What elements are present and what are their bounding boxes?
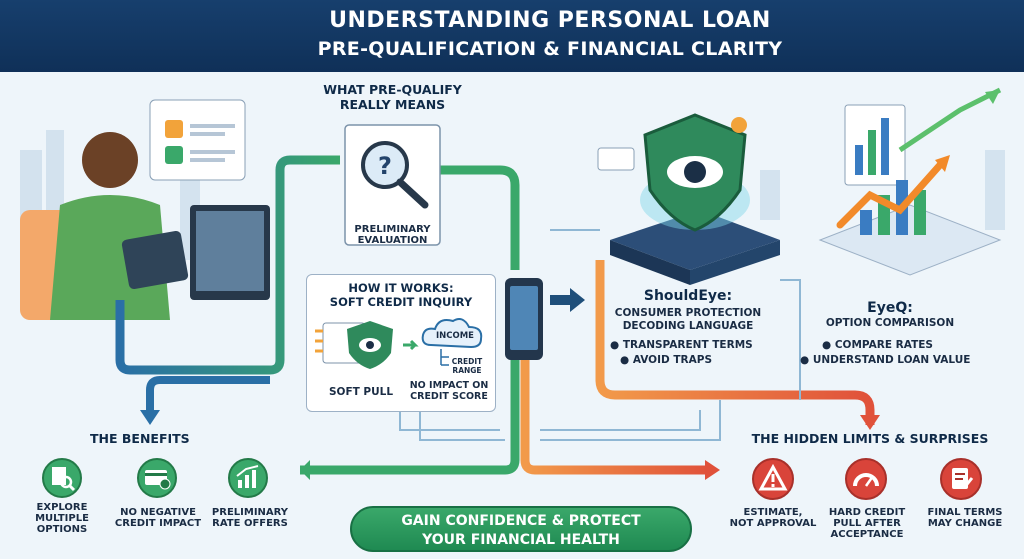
limit-2-line2: PULL AFTER bbox=[833, 518, 901, 529]
title-line-2: PRE-QUALIFICATION & FINANCIAL CLARITY bbox=[317, 38, 783, 60]
benefit-2-line2: CREDIT IMPACT bbox=[114, 518, 202, 529]
cta-line2: YOUR FINANCIAL HEALTH bbox=[422, 532, 620, 548]
how-it-works-heading-line1: HOW IT WORKS: bbox=[348, 281, 454, 295]
how-it-works-heading: HOW IT WORKS: SOFT CREDIT INQUIRY bbox=[307, 281, 495, 309]
limit-2-line3: ACCEPTANCE bbox=[830, 529, 904, 540]
eyeq-bullet-1-text: COMPARE RATES bbox=[834, 339, 933, 351]
benefits-heading: THE BENEFITS bbox=[90, 431, 190, 446]
shouldeye-bullet-1-text: TRANSPARENT TERMS bbox=[622, 339, 753, 351]
benefit-1-line3: OPTIONS bbox=[36, 524, 88, 535]
no-impact-line1: NO IMPACT ON bbox=[409, 380, 489, 391]
how-it-works-card: HOW IT WORKS: SOFT CREDIT INQUIRY INCOME… bbox=[306, 274, 496, 412]
credit-card-check-icon bbox=[137, 458, 177, 498]
shouldeye-bullets: ● TRANSPARENT TERMS ● AVOID TRAPS bbox=[610, 338, 780, 368]
caption-line2: EVALUATION bbox=[357, 235, 428, 246]
credit-range-line1: CREDIT bbox=[451, 357, 483, 366]
title-line-1: UNDERSTANDING PERSONAL LOAN bbox=[329, 8, 771, 33]
limit-2-label: HARD CREDIT PULL AFTER ACCEPTANCE bbox=[822, 507, 912, 540]
credit-range-line2: RANGE bbox=[452, 366, 482, 375]
benefit-3-label: PRELIMINARY RATE OFFERS bbox=[205, 507, 295, 529]
shouldeye-bullet-2-text: AVOID TRAPS bbox=[632, 354, 713, 366]
rising-chart-icon bbox=[228, 458, 268, 498]
soft-pull-label: SOFT PULL bbox=[328, 386, 394, 398]
limit-3-line1: FINAL TERMS bbox=[927, 507, 1003, 518]
limit-1-line1: ESTIMATE, bbox=[743, 507, 803, 518]
gauge-icon bbox=[845, 458, 887, 500]
shouldeye-bullet-2: ● AVOID TRAPS bbox=[620, 354, 713, 366]
gain-confidence-banner: GAIN CONFIDENCE & PROTECT YOUR FINANCIAL… bbox=[350, 506, 692, 552]
credit-range-label: CREDIT RANGE bbox=[447, 357, 487, 375]
benefit-3-line1: PRELIMINARY bbox=[211, 507, 289, 518]
limit-1-label: ESTIMATE, NOT APPROVAL bbox=[728, 507, 818, 529]
benefit-1-label: EXPLORE MULTIPLE OPTIONS bbox=[22, 502, 102, 535]
search-list-icon bbox=[42, 458, 82, 498]
limits-heading: THE HIDDEN LIMITS & SURPRISES bbox=[751, 431, 989, 446]
title-banner: UNDERSTANDING PERSONAL LOAN PRE-QUALIFIC… bbox=[0, 0, 1024, 72]
limit-2-line1: HARD CREDIT bbox=[828, 507, 906, 518]
eyeq-bullets: ● COMPARE RATES ● UNDERSTAND LOAN VALUE bbox=[800, 338, 1000, 368]
eyeq-subtitle: OPTION COMPARISON bbox=[825, 317, 955, 329]
benefit-1-line2: MULTIPLE bbox=[35, 513, 89, 524]
cloud-data-icon bbox=[421, 318, 483, 366]
no-impact-line2: CREDIT SCORE bbox=[410, 391, 488, 402]
cta-line1: GAIN CONFIDENCE & PROTECT bbox=[401, 513, 641, 529]
svg-text:?: ? bbox=[378, 152, 392, 180]
what-prequalify-heading: WHAT PRE-QUALIFY REALLY MEANS bbox=[300, 82, 485, 112]
no-impact-label: NO IMPACT ON CREDIT SCORE bbox=[407, 380, 491, 402]
shouldeye-subtitle-line2: DECODING LANGUAGE bbox=[622, 320, 754, 332]
benefit-1-line1: EXPLORE bbox=[36, 502, 88, 513]
shouldeye-bullet-1: ● TRANSPARENT TERMS bbox=[610, 339, 753, 351]
clipboard-edit-icon bbox=[940, 458, 982, 500]
what-prequalify-heading-line2: REALLY MEANS bbox=[339, 97, 446, 112]
warning-icon bbox=[752, 458, 794, 500]
soft-pull-icon bbox=[315, 321, 419, 369]
limit-3-line2: MAY CHANGE bbox=[927, 518, 1003, 529]
benefit-3-line2: RATE OFFERS bbox=[212, 518, 288, 529]
eyeq-title: EyeQ: bbox=[867, 300, 913, 316]
income-label: INCOME bbox=[435, 331, 474, 341]
shouldeye-title: ShouldEye: bbox=[643, 288, 733, 304]
limit-1-line2: NOT APPROVAL bbox=[729, 518, 817, 529]
benefit-2-line1: NO NEGATIVE bbox=[120, 507, 196, 518]
shouldeye-subtitle: CONSUMER PROTECTION DECODING LANGUAGE bbox=[588, 307, 788, 333]
benefit-2-label: NO NEGATIVE CREDIT IMPACT bbox=[108, 507, 208, 529]
eyeq-bullet-1: ● COMPARE RATES bbox=[822, 339, 933, 351]
eyeq-bullet-2: ● UNDERSTAND LOAN VALUE bbox=[800, 354, 971, 366]
how-it-works-heading-line2: SOFT CREDIT INQUIRY bbox=[329, 295, 473, 309]
limit-3-label: FINAL TERMS MAY CHANGE bbox=[920, 507, 1010, 529]
preliminary-evaluation-caption: PRELIMINARY EVALUATION bbox=[345, 224, 440, 246]
eyeq-bullet-2-text: UNDERSTAND LOAN VALUE bbox=[812, 354, 971, 366]
what-prequalify-heading-line1: WHAT PRE-QUALIFY bbox=[323, 82, 462, 97]
caption-line1: PRELIMINARY bbox=[354, 224, 431, 235]
shouldeye-subtitle-line1: CONSUMER PROTECTION bbox=[614, 307, 762, 319]
